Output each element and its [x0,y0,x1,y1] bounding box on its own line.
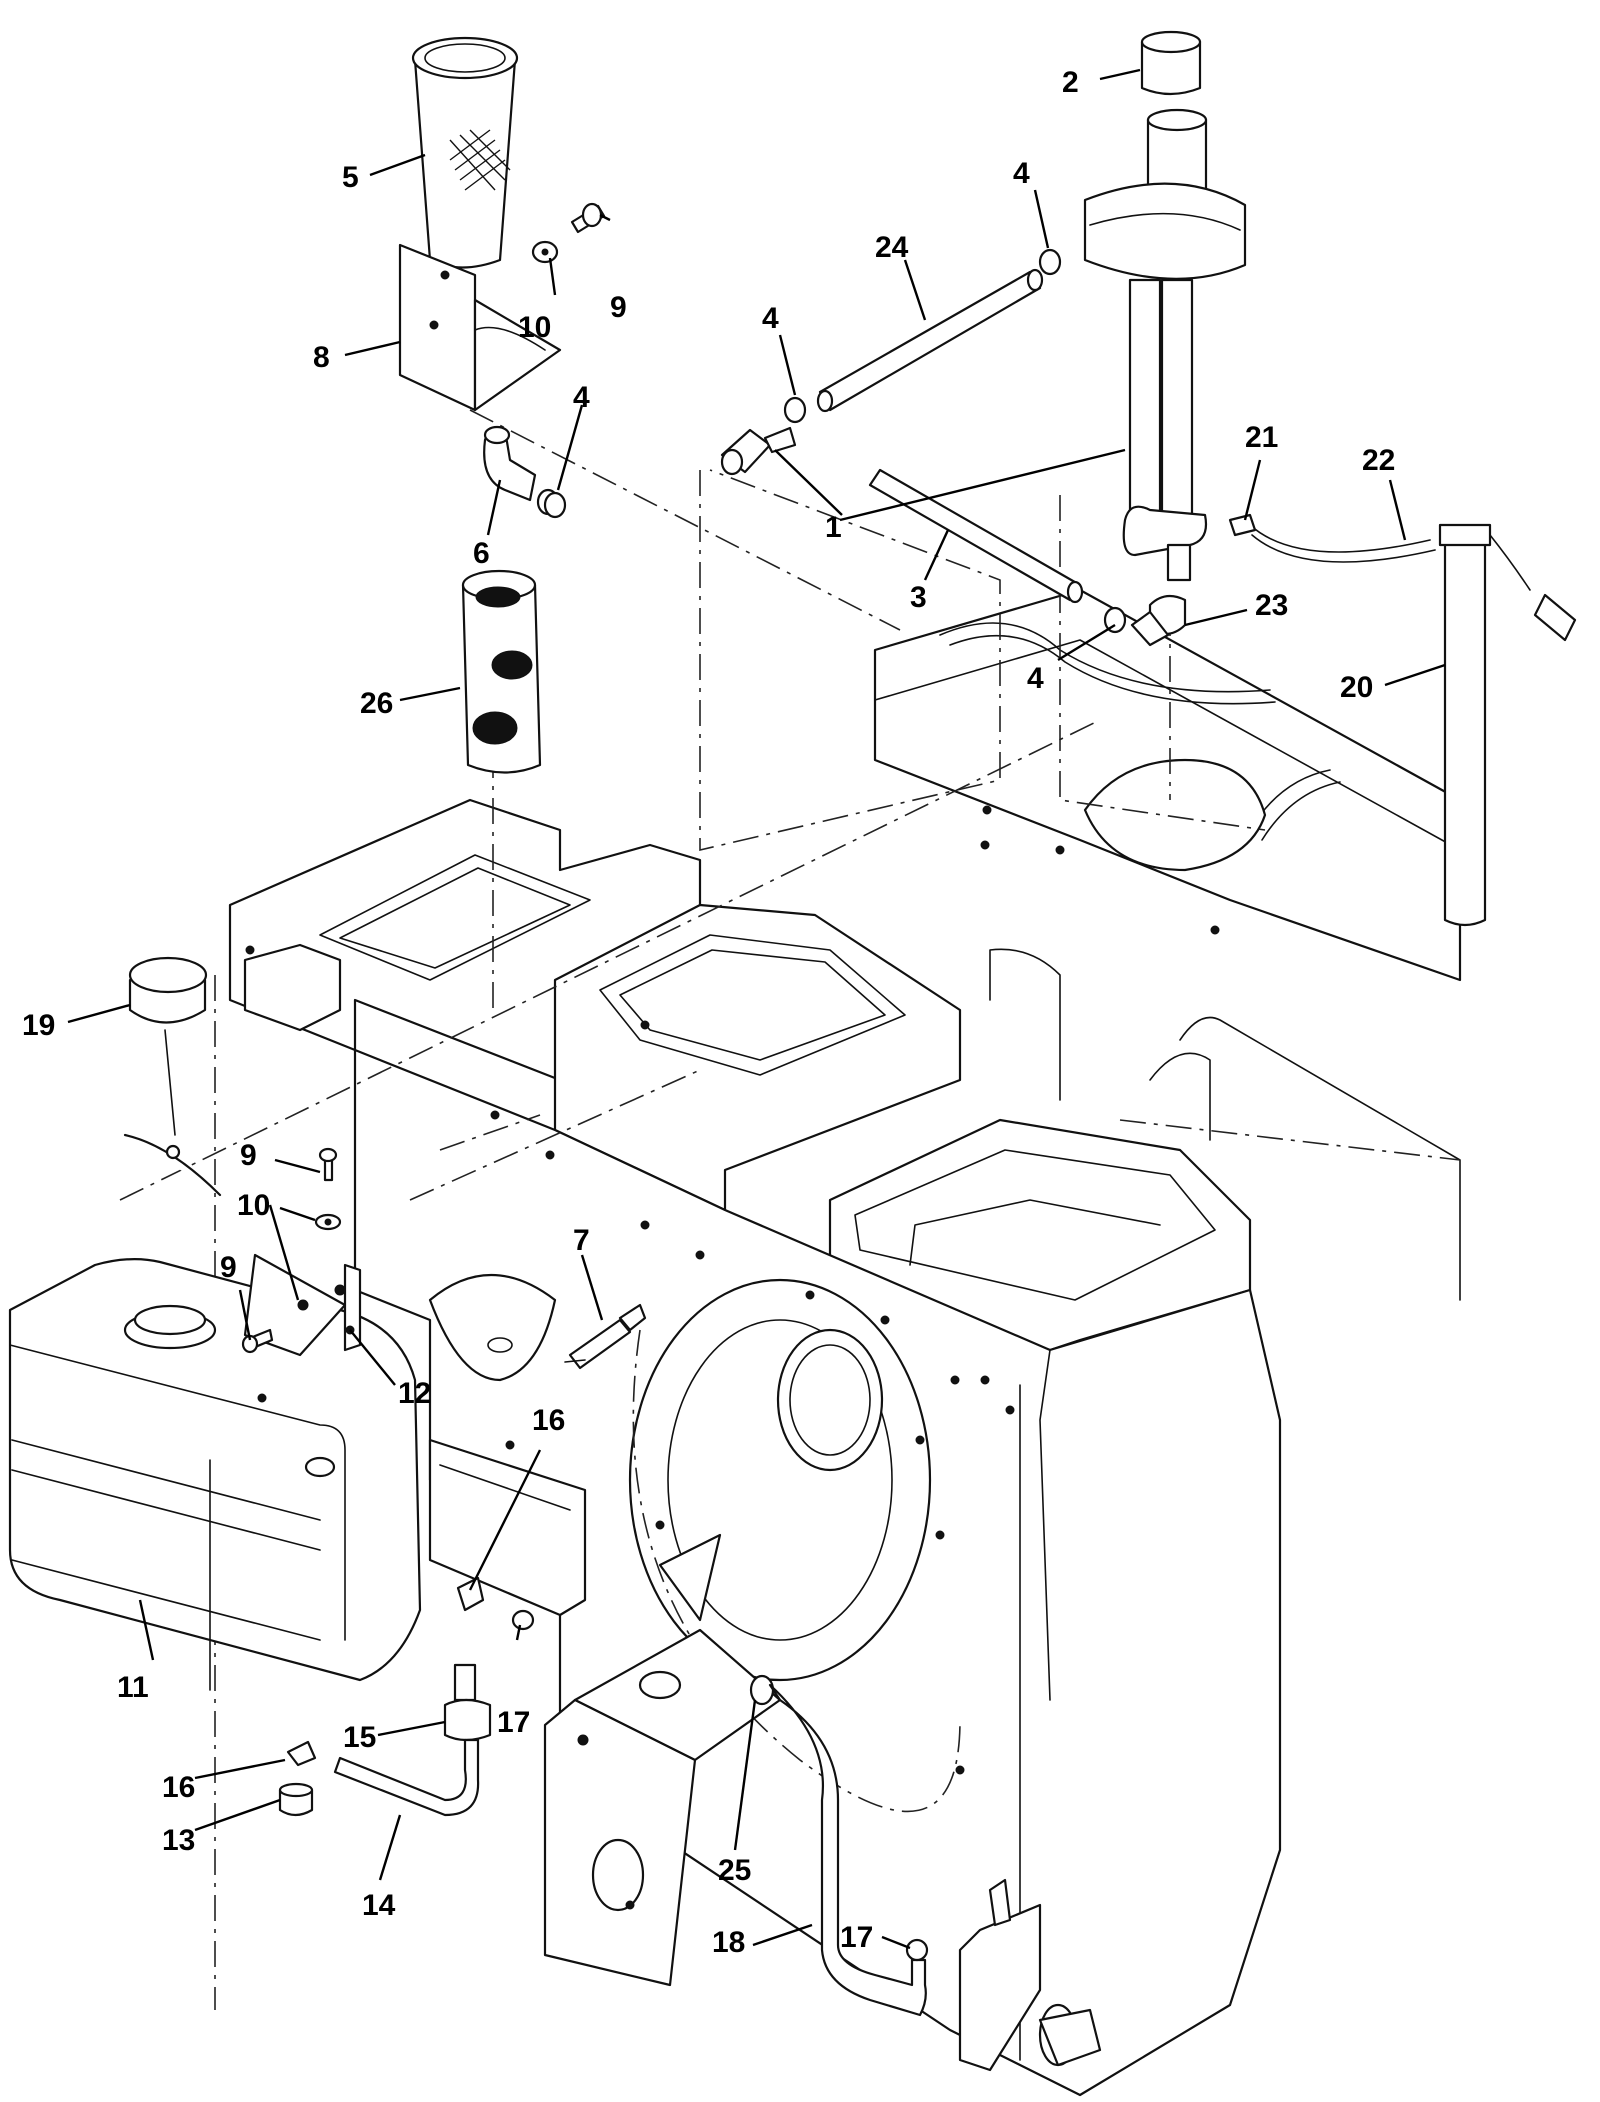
elbow-6 [483,425,567,519]
fitting-7 [564,1303,647,1370]
callout-5: 5 [342,161,359,194]
callout-2: 2 [1062,66,1079,99]
callout-24: 24 [875,231,909,264]
callout-4: 4 [573,381,590,414]
tank-11 [8,1258,422,1691]
hose-24 [816,268,1044,413]
callout-8: 8 [313,341,330,374]
fill-cap-19 [123,956,222,1197]
callout-9: 9 [220,1251,237,1284]
callout-3: 3 [910,581,927,614]
callout-18: 18 [712,1926,745,1959]
callout-4: 4 [1027,662,1044,695]
callout-20: 20 [1340,671,1373,704]
fitting-1 [720,426,797,476]
callout-4: 4 [1013,157,1030,190]
callout-10: 10 [518,311,551,344]
strainer-5 [411,36,519,269]
callout-leaders [67,68,1446,1950]
callout-25: 25 [718,1854,751,1887]
callout-9: 9 [240,1139,257,1172]
callout-labels: 1 2 3 4 4 4 4 5 6 7 8 9 9 9 10 10 11 12 … [22,66,1395,1959]
bolt-9-washer-10-upper [531,202,606,264]
callout-19: 19 [22,1009,55,1042]
callout-11: 11 [117,1671,149,1704]
callout-4: 4 [762,302,779,335]
callout-1: 1 [825,511,842,544]
sensor-tube-20 [1228,513,1577,927]
fitting-16-upper [456,1576,485,1612]
bracket-8 [398,243,562,412]
callout-15: 15 [343,1721,376,1754]
callout-17: 17 [497,1706,530,1739]
callout-13: 13 [162,1824,195,1857]
callout-9: 9 [610,291,627,324]
callout-23: 23 [1255,589,1288,622]
standpipe-assembly [1083,30,1247,647]
callout-10: 10 [237,1189,270,1222]
hose-14 [333,1738,480,1817]
fitting-15 [443,1663,492,1742]
hose-3 [868,468,1084,604]
clamp-4-upper [536,248,1127,634]
mounting-plate [543,1628,782,1987]
grommet-25 [749,1674,775,1706]
hose-18 [768,1683,927,2017]
callout-12: 12 [398,1377,431,1410]
callout-26: 26 [360,687,393,720]
callout-16: 16 [162,1771,195,1804]
callout-16: 16 [532,1404,565,1437]
solenoid-valve [958,1878,1102,2072]
fitting-17-upper [511,1609,535,1631]
fitting-13 [278,1782,314,1817]
cone-deflector [428,1274,557,1382]
fitting-16-lower [286,1740,317,1767]
machine-frame [228,588,1462,2097]
callout-21: 21 [1245,421,1278,454]
filter-26 [461,569,542,774]
fitting-17-lower [905,1938,929,1962]
callout-17: 17 [840,1921,873,1954]
callout-6: 6 [473,537,490,570]
callout-7: 7 [573,1224,590,1257]
bolt-9-washer-10-lower [241,1147,342,1354]
callout-14: 14 [362,1889,396,1922]
callout-22: 22 [1362,444,1395,477]
frame-mounting-holes [245,805,1220,1775]
